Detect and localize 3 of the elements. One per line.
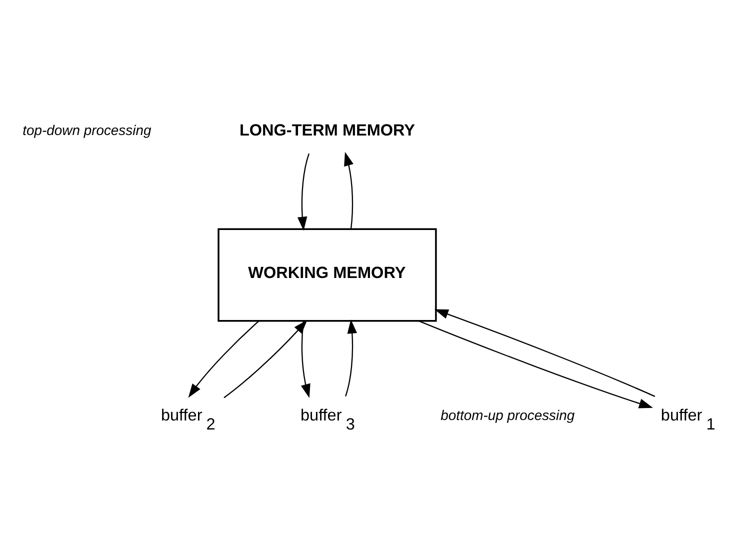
- node-text: LONG-TERM MEMORY: [239, 121, 416, 140]
- label: top-down processing: [22, 122, 152, 138]
- label: bottom-up processing: [440, 406, 575, 422]
